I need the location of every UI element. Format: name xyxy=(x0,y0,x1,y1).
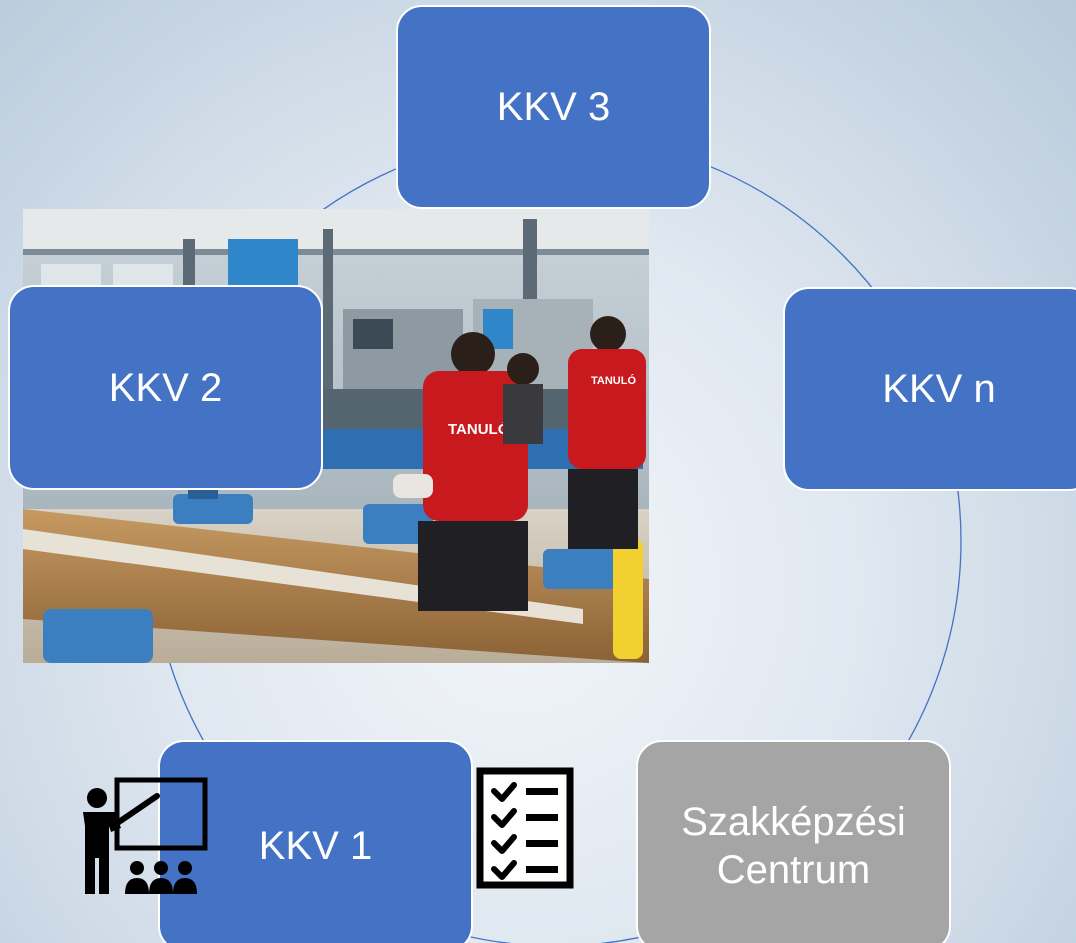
shirt-print-back: TANULÓ xyxy=(591,374,636,387)
workshop-photo-illustration: TANULÓ TANULÓ xyxy=(23,209,649,663)
node-szakkepzesi-centrum: Szakképzési Centrum xyxy=(636,740,951,943)
node-kkv-n: KKV n xyxy=(783,287,1076,491)
workshop-photo: TANULÓ TANULÓ xyxy=(23,209,649,663)
shirt-print-front: TANULÓ xyxy=(448,420,510,438)
checklist-icon xyxy=(476,767,574,889)
node-kkv1: KKV 1 xyxy=(158,740,473,943)
teacher-presentation-icon xyxy=(83,777,208,894)
node-kkv2: KKV 2 xyxy=(8,285,323,490)
node-kkv3: KKV 3 xyxy=(396,5,711,209)
